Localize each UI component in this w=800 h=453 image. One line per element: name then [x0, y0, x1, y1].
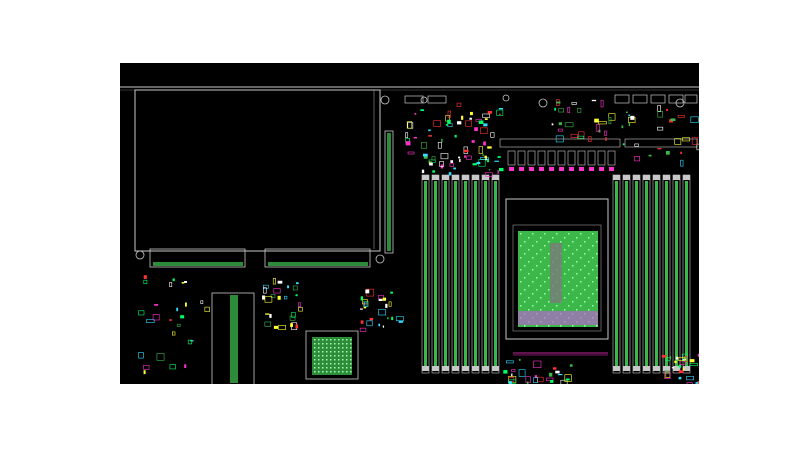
- right-dimm-latch-bottom-4: [643, 366, 650, 371]
- vrm-cap-8: [579, 167, 584, 171]
- passive-components: [138, 99, 699, 384]
- right-dimm-latch-top-6: [663, 175, 670, 180]
- left-dimm-latch-bottom-5: [462, 366, 469, 371]
- left-dimm-contacts-6: [474, 181, 477, 367]
- left-dimm-contacts-8: [494, 181, 497, 367]
- vrm-cap-7: [569, 167, 574, 171]
- vrm-inductor-row: [499, 138, 698, 171]
- vrm-inductor-1: [507, 150, 516, 166]
- left-dimm-latch-top-4: [452, 175, 459, 180]
- pcie-slot-2: [264, 248, 371, 268]
- left-dimm-contacts-5: [464, 181, 467, 367]
- left-dimm-latch-top-2: [432, 175, 439, 180]
- right-dimm-contacts-7: [675, 181, 678, 367]
- left-dimm-contacts-4: [454, 181, 457, 367]
- vrm-inductor-2: [517, 150, 526, 166]
- left-dimm-latch-bottom-1: [422, 366, 429, 371]
- right-dimm-latch-bottom-1: [613, 366, 620, 371]
- dimm-bank-left: [421, 174, 500, 374]
- right-dimm-contacts-1: [615, 181, 618, 367]
- right-dimm-contacts-3: [635, 181, 638, 367]
- cad-viewport[interactable]: [120, 63, 699, 384]
- vertical-riser-connector: [384, 130, 394, 254]
- vrm-inductor-11: [607, 150, 616, 166]
- right-dimm-contacts-8: [685, 181, 688, 367]
- right-dimm-latch-top-3: [633, 175, 640, 180]
- right-dimm-latch-top-7: [673, 175, 680, 180]
- vrm-inductor-3: [527, 150, 536, 166]
- right-dimm-latch-top-8: [683, 175, 690, 180]
- right-dimm-latch-bottom-8: [683, 366, 690, 371]
- vrm-cap-5: [549, 167, 554, 171]
- vrm-cap-3: [529, 167, 534, 171]
- right-dimm-contacts-5: [655, 181, 658, 367]
- vrm-inductor-5: [547, 150, 556, 166]
- vrm-inductor-10: [597, 150, 606, 166]
- left-dimm-contacts-3: [444, 181, 447, 367]
- left-dimm-latch-bottom-4: [452, 366, 459, 371]
- vrm-inductor-9: [587, 150, 596, 166]
- left-dimm-latch-bottom-2: [432, 366, 439, 371]
- left-dimm-latch-top-7: [482, 175, 489, 180]
- vrm-cap-11: [609, 167, 614, 171]
- left-dimm-latch-bottom-6: [472, 366, 479, 371]
- vrm-header-right: [624, 138, 698, 148]
- vrm-cap-2: [519, 167, 524, 171]
- right-dimm-contacts-4: [645, 181, 648, 367]
- dimm-bank-right: [612, 174, 691, 374]
- left-dimm-latch-top-1: [422, 175, 429, 180]
- left-dimm-latch-bottom-3: [442, 366, 449, 371]
- vrm-cap-1: [509, 167, 514, 171]
- mounting-holes: [135, 94, 685, 264]
- right-dimm-latch-bottom-2: [623, 366, 630, 371]
- chipset[interactable]: [305, 330, 359, 380]
- vrm-cap-9: [589, 167, 594, 171]
- cpu-socket[interactable]: [505, 198, 609, 356]
- right-dimm-latch-top-1: [613, 175, 620, 180]
- right-dimm-latch-bottom-3: [633, 366, 640, 371]
- vrm-inductor-7: [567, 150, 576, 166]
- chipset-pin-grid: [314, 339, 352, 373]
- right-dimm-latch-top-5: [653, 175, 660, 180]
- riser-card-outline: [134, 89, 381, 252]
- vrm-inductor-4: [537, 150, 546, 166]
- vrm-header: [499, 138, 621, 148]
- right-dimm-latch-bottom-5: [653, 366, 660, 371]
- left-dimm-contacts-1: [424, 181, 427, 367]
- right-dimm-contacts-2: [625, 181, 628, 367]
- vrm-cap-6: [559, 167, 564, 171]
- right-dimm-latch-bottom-7: [673, 366, 680, 371]
- right-dimm-contacts-6: [665, 181, 668, 367]
- m2-slot: [211, 292, 255, 384]
- right-dimm-latch-bottom-6: [663, 366, 670, 371]
- left-dimm-latch-top-6: [472, 175, 479, 180]
- right-dimm-latch-top-2: [623, 175, 630, 180]
- vrm-cap-4: [539, 167, 544, 171]
- right-dimm-latch-top-4: [643, 175, 650, 180]
- vrm-inductor-8: [577, 150, 586, 166]
- left-dimm-latch-top-5: [462, 175, 469, 180]
- vrm-inductor-6: [557, 150, 566, 166]
- left-dimm-latch-bottom-7: [482, 366, 489, 371]
- left-dimm-latch-top-8: [492, 175, 499, 180]
- pcb-board-drawing[interactable]: [120, 63, 699, 384]
- pcie-slot-1: [149, 248, 246, 268]
- top-connector-row: [404, 94, 698, 104]
- left-dimm-latch-top-3: [442, 175, 449, 180]
- left-dimm-latch-bottom-8: [492, 366, 499, 371]
- left-dimm-contacts-7: [484, 181, 487, 367]
- left-dimm-contacts-2: [434, 181, 437, 367]
- vrm-cap-10: [599, 167, 604, 171]
